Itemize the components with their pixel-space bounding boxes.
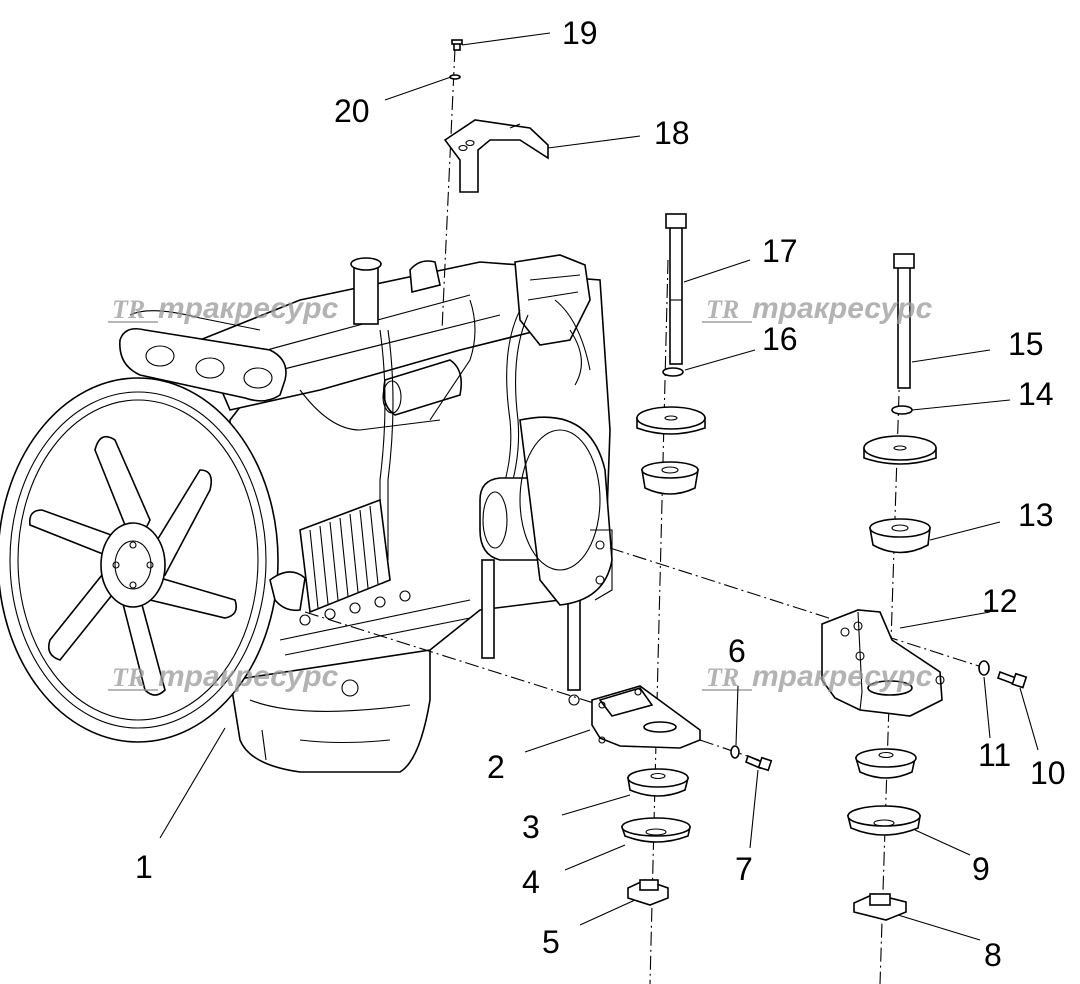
callout-20: 20 — [334, 93, 370, 129]
callout-1: 1 — [135, 849, 153, 885]
svg-text:тракресурс: тракресурс — [158, 292, 339, 325]
washer-20 — [449, 74, 461, 80]
callout-7: 7 — [735, 851, 753, 887]
callout-11: 11 — [978, 737, 1011, 773]
svg-text:TR: TR — [706, 295, 739, 324]
cushion-upper-left — [636, 406, 706, 435]
callout-3: 3 — [522, 809, 540, 845]
cushion-lower-left — [641, 461, 699, 495]
callout-6: 6 — [728, 633, 746, 669]
svg-text:тракресурс: тракресурс — [752, 292, 933, 325]
cushion-13 — [869, 518, 931, 554]
callout-5: 5 — [542, 924, 560, 960]
nut-plate-5 — [627, 879, 669, 906]
callout-19: 19 — [562, 15, 598, 51]
bolt-19 — [451, 39, 463, 51]
svg-text:TR: TR — [706, 663, 739, 692]
callout-15: 15 — [1008, 326, 1044, 362]
engine-assembly — [119, 254, 613, 773]
bracket-2 — [591, 685, 701, 749]
watermark-top-left: TR тракресурс — [108, 292, 339, 325]
bolt-15 — [893, 253, 915, 389]
washer-16 — [662, 367, 684, 377]
cushion-9-upper — [854, 748, 917, 779]
callout-8: 8 — [984, 937, 1002, 973]
callout-17: 17 — [762, 233, 798, 269]
oil-cooler-grid — [299, 498, 391, 614]
bolt-7 — [745, 754, 773, 772]
cushion-3 — [627, 768, 690, 797]
svg-text:тракресурс: тракресурс — [158, 660, 339, 693]
svg-text:TR: TR — [112, 295, 145, 324]
callout-10: 10 — [1030, 755, 1066, 791]
callout-9: 9 — [972, 851, 990, 887]
cushion-9 — [846, 805, 921, 836]
bolt-10 — [996, 670, 1028, 689]
callout-18: 18 — [654, 115, 690, 151]
washer-6 — [730, 745, 740, 759]
cushion-4 — [620, 817, 691, 843]
leader-lines — [159, 32, 1039, 941]
callout-2: 2 — [487, 749, 505, 785]
callout-labels: 1 2 3 4 5 6 7 8 9 10 11 12 13 14 15 16 1… — [135, 15, 1066, 973]
bracket-12 — [821, 609, 945, 717]
watermark-top-right: TR тракресурс — [702, 292, 933, 325]
watermark-bottom-left: TR тракресурс — [108, 660, 339, 693]
nut-plate-8 — [853, 893, 907, 921]
callout-16: 16 — [762, 321, 798, 357]
callout-13: 13 — [1018, 497, 1054, 533]
washer-14 — [891, 405, 913, 415]
callout-14: 14 — [1018, 376, 1054, 412]
bolt-17 — [665, 213, 687, 365]
cushion-upper-right — [863, 435, 937, 465]
washer-11 — [978, 660, 990, 676]
svg-text:TR: TR — [112, 663, 145, 692]
watermark-bottom-right: TR тракресурс — [702, 660, 933, 693]
fan-and-shroud — [0, 377, 306, 743]
heat-shield-18 — [443, 119, 549, 193]
callout-4: 4 — [522, 864, 540, 900]
callout-12: 12 — [982, 583, 1018, 619]
svg-text:тракресурс: тракресурс — [752, 660, 933, 693]
